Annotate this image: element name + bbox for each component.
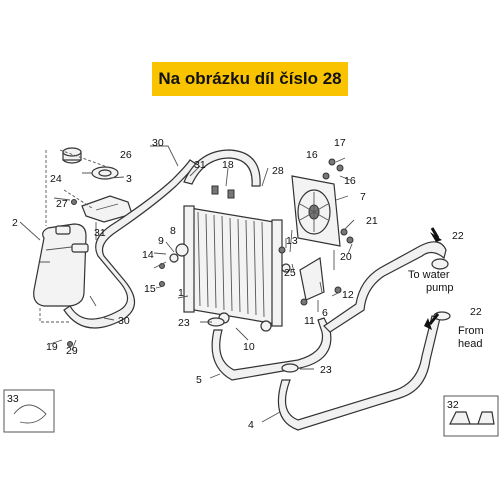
expansion-tank bbox=[33, 223, 89, 307]
callout-31b: 31 bbox=[94, 227, 106, 239]
note-from-head-1: From bbox=[458, 325, 484, 337]
bracket-clip bbox=[227, 189, 235, 199]
callout-22b: 22 bbox=[470, 306, 482, 318]
callout-12: 12 bbox=[342, 289, 354, 301]
callout-25: 25 bbox=[284, 267, 296, 279]
callout-8: 8 bbox=[170, 225, 176, 237]
callout-23a: 23 bbox=[178, 317, 190, 329]
callout-9: 9 bbox=[158, 235, 164, 247]
note-to-water-pump-1: To water bbox=[408, 269, 450, 281]
hose-holder bbox=[449, 411, 495, 425]
lower-hose-4 bbox=[277, 315, 441, 431]
arrow-icon bbox=[430, 227, 440, 239]
callout-3: 3 bbox=[126, 173, 132, 185]
callout-1: 1 bbox=[178, 287, 184, 299]
callout-7: 7 bbox=[360, 191, 366, 203]
callout-15: 15 bbox=[144, 283, 156, 295]
lower-hose-5 bbox=[211, 317, 332, 381]
callout-26: 26 bbox=[120, 149, 132, 161]
callout-30b: 30 bbox=[118, 315, 130, 327]
inset-box-33 bbox=[3, 389, 55, 433]
arrow-icon bbox=[424, 318, 432, 330]
callout-17: 17 bbox=[334, 137, 346, 149]
callout-6: 6 bbox=[322, 307, 328, 319]
bracket-clip bbox=[211, 185, 219, 195]
callout-19: 19 bbox=[46, 341, 58, 353]
fan-bracket bbox=[299, 257, 325, 301]
arrow-icon bbox=[428, 313, 440, 325]
callout-23b: 23 bbox=[320, 364, 332, 376]
callout-14: 14 bbox=[142, 249, 154, 261]
screws bbox=[67, 158, 354, 347]
clamp-ring bbox=[13, 404, 47, 424]
callout-13: 13 bbox=[286, 235, 298, 247]
callout-20: 20 bbox=[340, 251, 352, 263]
callout-30a: 30 bbox=[152, 137, 164, 149]
callout-22a: 22 bbox=[452, 230, 464, 242]
page-title: Na obrázku díl číslo 28 bbox=[152, 62, 348, 96]
callout-4: 4 bbox=[248, 419, 254, 431]
callout-33: 33 bbox=[7, 393, 19, 405]
callout-2: 2 bbox=[12, 217, 18, 229]
callout-21: 21 bbox=[366, 215, 378, 227]
upper-return-hose bbox=[323, 241, 447, 333]
callout-10: 10 bbox=[243, 341, 255, 353]
callout-24: 24 bbox=[50, 173, 62, 185]
upper-hose bbox=[183, 149, 261, 187]
callout-18: 18 bbox=[222, 159, 234, 171]
callout-29: 29 bbox=[66, 345, 78, 357]
callout-32: 32 bbox=[447, 399, 459, 411]
callout-labels: 1 2 3 4 5 6 7 8 9 10 11 12 13 14 15 16 1… bbox=[7, 137, 482, 431]
tank-cap bbox=[62, 147, 82, 164]
callout-16a: 16 bbox=[306, 149, 318, 161]
note-from-head-2: head bbox=[458, 338, 482, 350]
radiator bbox=[183, 205, 283, 332]
callout-31a: 31 bbox=[194, 159, 206, 171]
hose-clamps bbox=[207, 258, 451, 373]
callout-16b: 16 bbox=[344, 175, 356, 187]
callout-28: 28 bbox=[272, 165, 284, 177]
note-to-water-pump-2: pump bbox=[426, 282, 454, 294]
tank-bracket bbox=[81, 166, 133, 223]
callout-5: 5 bbox=[196, 374, 202, 386]
cooling-fan bbox=[289, 175, 341, 270]
callout-27: 27 bbox=[56, 198, 68, 210]
callout-11: 11 bbox=[304, 315, 315, 327]
